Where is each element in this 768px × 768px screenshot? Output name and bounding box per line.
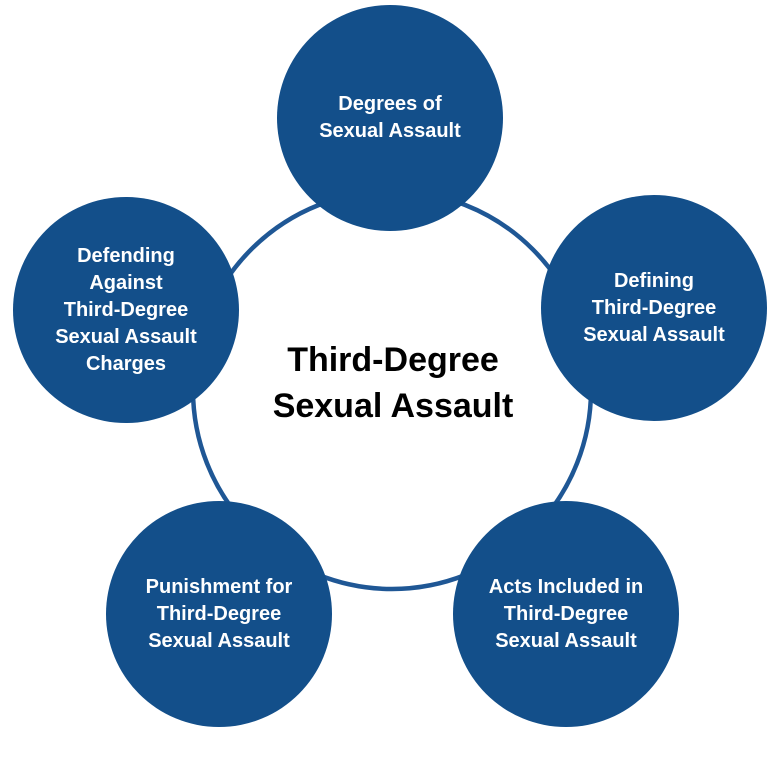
center-title-line: Sexual Assault — [272, 387, 514, 425]
node-label-line: Third-Degree — [591, 296, 717, 319]
node-defining-third-degree-sexual-assault: Defining Third-Degree Sexual Assault — [541, 195, 767, 421]
node-label-line: Sexual Assault — [55, 325, 197, 348]
node-label-line: Sexual Assault — [495, 629, 637, 652]
node-label-line: Punishment for — [145, 575, 293, 598]
node-label-line: Third-Degree — [156, 602, 282, 625]
node-label: Degrees of Sexual Assault — [319, 91, 461, 145]
node-label-line: Sexual Assault — [319, 120, 461, 142]
node-punishment-for-third-degree-sexual-assault: Punishment for Third-Degree Sexual Assau… — [106, 501, 332, 727]
node-label-line: Charges — [85, 352, 166, 375]
node-label-line: Defining — [613, 269, 694, 292]
node-label-line: Defending — [77, 244, 175, 267]
node-label-line: Sexual Assault — [148, 629, 290, 652]
node-acts-included-in-third-degree-sexual-assault: Acts Included in Third-Degree Sexual Ass… — [453, 501, 679, 727]
node-label-line: Against — [89, 271, 163, 294]
node-label: Punishment for Third-Degree Sexual Assau… — [146, 574, 293, 655]
center-title-line: Third-Degree — [287, 341, 499, 379]
node-label: Acts Included in Third-Degree Sexual Ass… — [489, 574, 643, 655]
node-label-line: Degrees of — [338, 93, 442, 115]
diagram-center-title: Third-Degree Sexual Assault — [273, 337, 514, 429]
node-label-line: Third-Degree — [63, 298, 189, 321]
node-label-line: Acts Included in — [488, 575, 644, 598]
node-degrees-of-sexual-assault: Degrees of Sexual Assault — [277, 5, 503, 231]
node-defending-against-third-degree-sexual-assault-charges: Defending Against Third-Degree Sexual As… — [13, 197, 239, 423]
node-label: Defining Third-Degree Sexual Assault — [583, 268, 725, 349]
node-label-line: Sexual Assault — [583, 323, 725, 346]
node-label: Defending Against Third-Degree Sexual As… — [55, 243, 197, 378]
node-label-line: Third-Degree — [503, 602, 629, 625]
